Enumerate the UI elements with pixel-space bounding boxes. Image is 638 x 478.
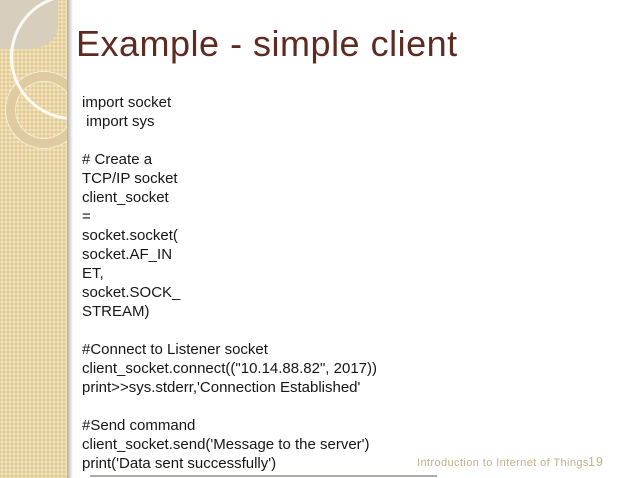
code-line: socket.SOCK_ <box>82 284 181 301</box>
code-line: client_socket <box>82 189 169 206</box>
code-line <box>82 131 442 150</box>
page-number: 19 <box>588 455 604 469</box>
code-block: import socket import sys # Create a TCP/I… <box>82 93 442 473</box>
code-line: client_socket.send('Message to the serve… <box>82 436 370 453</box>
footer-text: Introduction to Internet of Things <box>417 457 589 469</box>
code-line: ET, <box>82 265 104 282</box>
code-line <box>82 321 442 340</box>
code-line: #Send command <box>82 417 196 434</box>
code-line: = <box>82 208 91 225</box>
sidebar-ornament <box>0 0 67 478</box>
code-line <box>82 397 442 416</box>
page-title: Example - simple client <box>76 23 458 64</box>
code-line: print('Data sent successfully') <box>82 455 277 472</box>
code-line: socket.socket( <box>82 227 178 244</box>
code-line: print>>sys.stderr,'Connection Establishe… <box>82 379 361 396</box>
sidebar-edge-shadow <box>67 0 73 478</box>
code-line: TCP/IP socket <box>82 170 178 187</box>
code-line: socket.AF_IN <box>82 246 173 263</box>
code-line: import sys <box>82 113 155 130</box>
code-line: # Create a <box>82 151 153 168</box>
code-line: STREAM) <box>82 303 150 320</box>
code-line: import socket <box>82 94 172 111</box>
clipped-bottom-line <box>90 475 437 477</box>
code-line: #Connect to Listener socket <box>82 341 268 358</box>
code-line: client_socket.connect(("10.14.88.82", 20… <box>82 360 377 377</box>
